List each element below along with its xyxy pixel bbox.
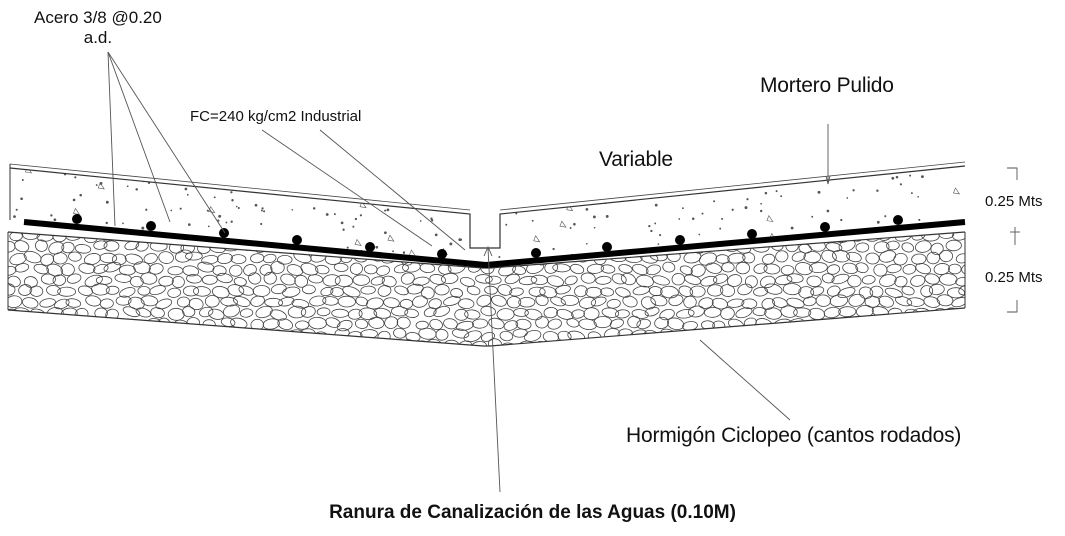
base-thickness-label: 0.25 Mts (985, 269, 1043, 286)
groove-caption: Ranura de Canalización de las Aguas (0.1… (329, 502, 736, 523)
cyclopean-base (7, 231, 966, 347)
rebar-dot (365, 242, 375, 252)
mortar-label: Mortero Pulido (760, 74, 894, 97)
slab-top-left (9, 165, 966, 249)
rebar-label-line2: a.d. (83, 27, 113, 47)
variable-label: Variable (599, 148, 673, 171)
rebar-dot (893, 215, 903, 225)
rebar-dot (219, 228, 229, 238)
rebar-dot (675, 235, 685, 245)
rebar-dot (146, 221, 156, 231)
dimension-marks (1007, 167, 1020, 313)
rebar-label: Acero 3/8 @0.20 a.d. (34, 8, 162, 47)
concrete-label: FC=240 kg/cm2 Industrial (190, 108, 362, 125)
rebar-dot (602, 242, 612, 252)
rebar-dot (72, 214, 82, 224)
slab-thickness-label: 0.25 Mts (985, 193, 1043, 210)
rebar-dot (531, 248, 541, 258)
rebar-dot (747, 229, 757, 239)
rebar-dot (292, 235, 302, 245)
cyclopean-label: Hormigón Ciclopeo (cantos rodados) (626, 424, 962, 447)
rebar-mat (23, 214, 966, 269)
rebar-dot (437, 249, 447, 259)
leader-lines (107, 51, 831, 493)
rebar-label-line1: Acero 3/8 @0.20 (34, 8, 162, 27)
base-top-line (7, 231, 966, 269)
rebar-line (23, 219, 966, 269)
rebar-dot (820, 222, 830, 232)
base-bottom-line (7, 307, 966, 347)
